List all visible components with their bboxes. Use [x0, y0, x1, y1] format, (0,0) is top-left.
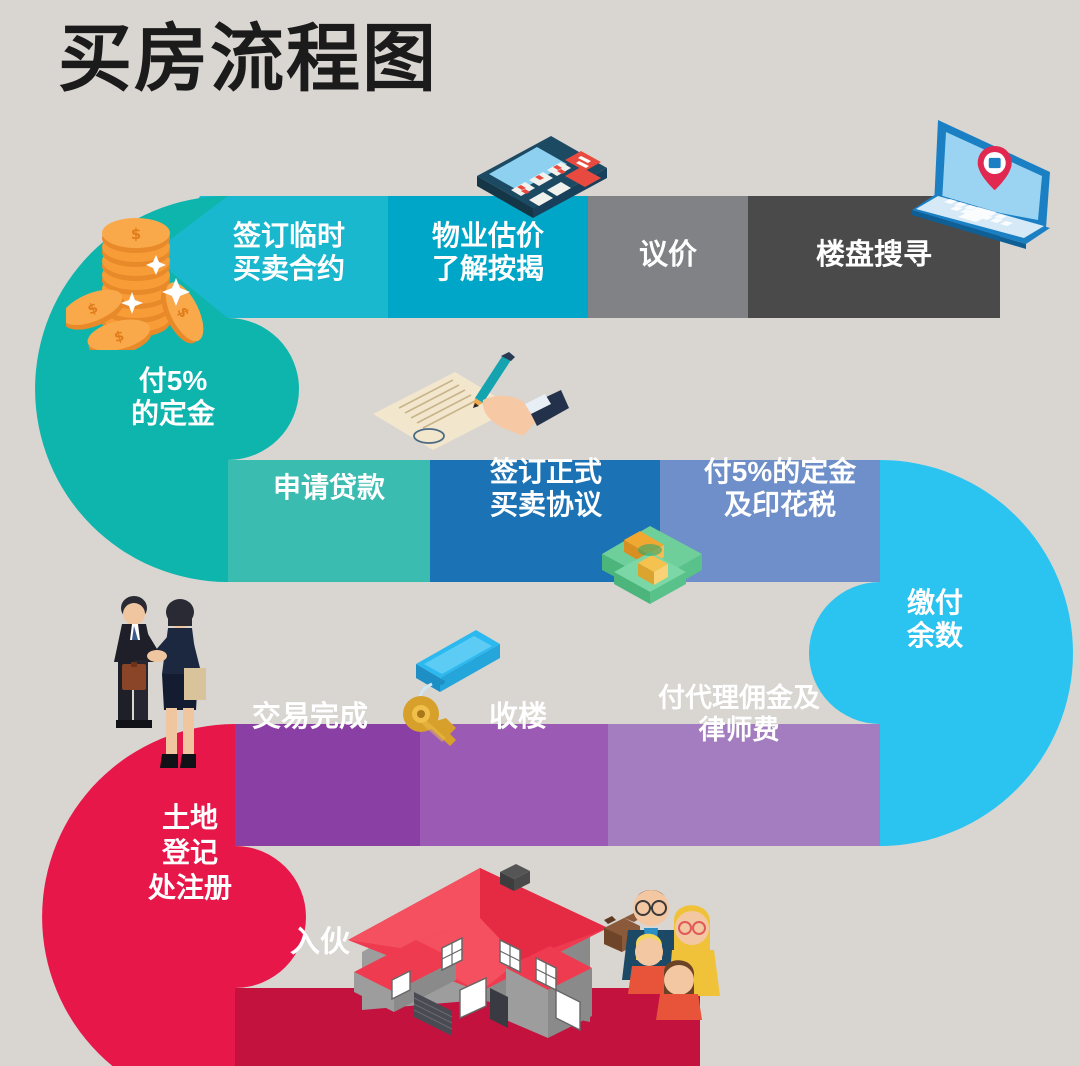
turn-left-2-band[interactable]: [42, 724, 306, 1066]
flow-ribbon: [35, 196, 1073, 1066]
row3-handover[interactable]: [420, 724, 608, 846]
row3-commission[interactable]: [608, 724, 880, 846]
row1-valuation[interactable]: [388, 196, 588, 318]
row3-deal-done[interactable]: [235, 724, 420, 846]
row2-formal[interactable]: [430, 460, 660, 582]
row2-deposit-stamp[interactable]: [660, 460, 880, 582]
seam-shading: [150, 196, 430, 582]
turn-right-1-band[interactable]: [809, 460, 1073, 846]
row4-move-in-cap[interactable]: [235, 988, 320, 1066]
page-title: 买房流程图: [58, 17, 438, 100]
row1-search[interactable]: [748, 196, 1000, 318]
row1-negotiate[interactable]: [588, 196, 748, 318]
